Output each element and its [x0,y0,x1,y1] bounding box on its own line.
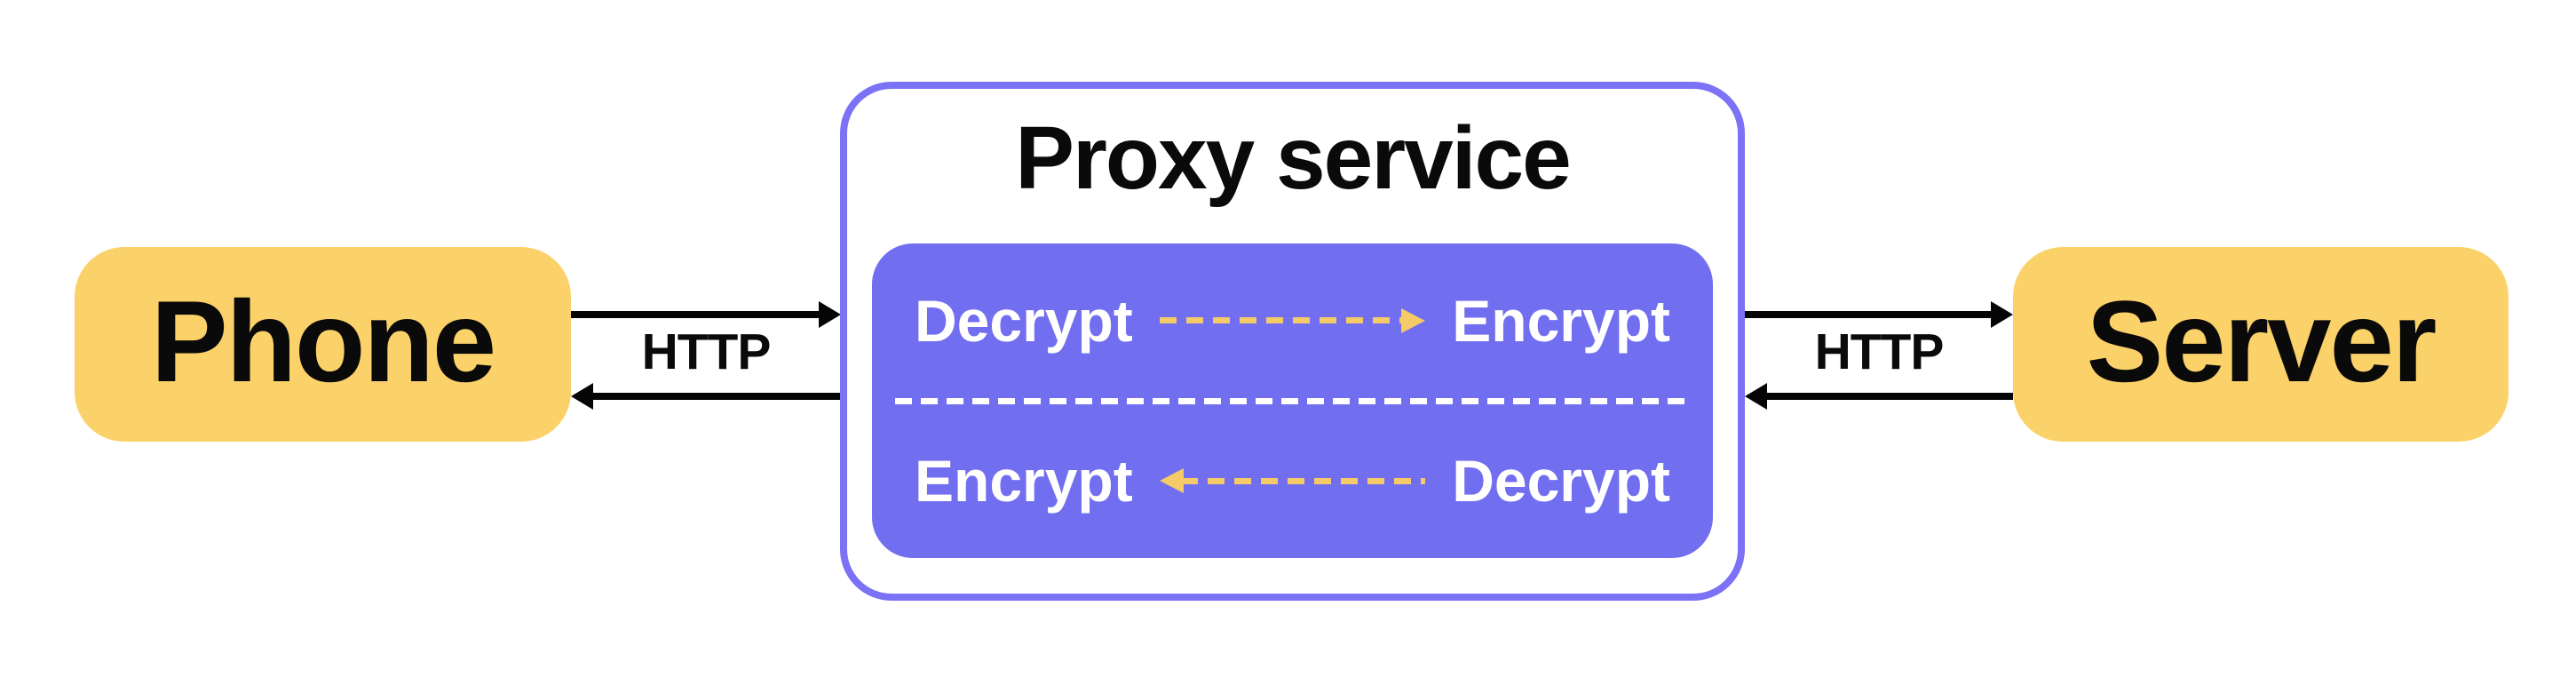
proxy-container: Proxy service Decrypt Encrypt Encrypt De… [840,82,1745,601]
arrowhead-left-icon [1745,383,1767,410]
arrow-shaft [589,393,841,400]
dashed-arrow-request [1159,306,1426,336]
arrow-shaft [1763,393,2013,400]
response-decrypt-label: Decrypt [1452,448,1670,515]
arrow-proxy-to-server [1745,299,2013,331]
request-encrypt-label: Encrypt [1452,287,1670,354]
arrow-server-to-proxy [1745,380,2013,412]
arrow-phone-to-proxy [571,299,841,331]
proxy-title: Proxy service [1015,108,1572,208]
dashed-arrow-response [1159,466,1426,496]
phone-label: Phone [150,275,496,406]
response-encrypt-label: Encrypt [915,448,1133,515]
arrow-proxy-to-phone [571,380,841,412]
crypto-row-request: Decrypt Encrypt [872,243,1713,398]
phone-node: Phone [75,247,571,442]
server-label: Server [2086,275,2437,406]
arrow-shaft [1745,311,1995,318]
crypto-box: Decrypt Encrypt Encrypt Decrypt [872,243,1713,558]
http-label-left: HTTP [641,323,772,380]
arrowhead-left-icon [571,383,593,410]
server-node: Server [2013,247,2509,442]
arrowhead-right-icon [819,301,841,328]
dashed-arrow-shaft [1180,477,1426,484]
crypto-separator [895,397,1690,404]
arrowhead-left-icon [1159,468,1184,494]
arrowhead-right-icon [1991,301,2013,328]
request-decrypt-label: Decrypt [915,287,1133,354]
crypto-row-response: Encrypt Decrypt [872,404,1713,559]
arrowhead-right-icon [1401,307,1426,333]
arrow-shaft [571,311,823,318]
dashed-arrow-shaft [1159,317,1405,324]
http-label-right: HTTP [1814,323,1945,380]
